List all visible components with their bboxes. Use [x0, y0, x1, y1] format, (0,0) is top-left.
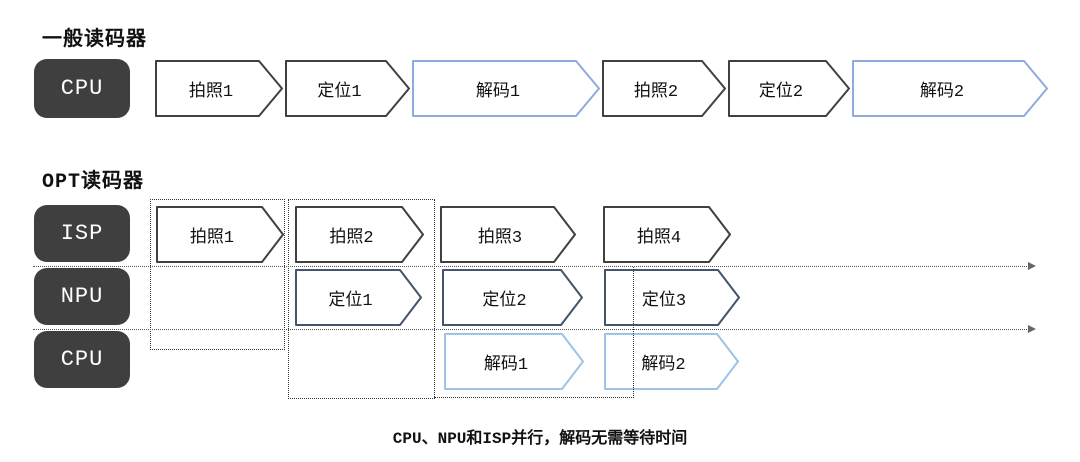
cycle-group-box-3-right-edge — [633, 267, 634, 398]
opt-isp-photo4-arrow: 拍照4 — [603, 206, 731, 263]
general-stage-locate2-arrow: 定位2 — [728, 60, 850, 117]
opt-isp-photo1-arrow: 拍照1 — [156, 206, 284, 263]
opt-lane-chip-npu-label: NPU — [60, 284, 104, 309]
timeline-line-npu-cpu — [33, 329, 1029, 330]
opt-isp-photo3-label: 拍照3 — [477, 228, 523, 248]
opt-npu-locate1-label: 定位1 — [328, 291, 373, 311]
opt-section-title: OPT读码器 — [42, 171, 145, 194]
timeline-line-isp-npu — [33, 266, 1029, 267]
general-stage-locate2-label: 定位2 — [758, 82, 804, 102]
general-lane-chip-cpu-label: CPU — [60, 76, 104, 101]
general-stage-locate1-label: 定位1 — [317, 82, 362, 102]
opt-cpu-decode2-arrow: 解码2 — [604, 333, 739, 390]
opt-npu-locate3-label: 定位3 — [641, 291, 687, 311]
opt-npu-locate3-arrow: 定位3 — [604, 269, 740, 326]
opt-npu-locate1-arrow: 定位1 — [295, 269, 422, 326]
general-stage-decode2-label: 解码2 — [919, 82, 965, 102]
opt-isp-photo1-label: 拍照1 — [189, 228, 235, 248]
timeline-arrowhead-top — [1028, 262, 1036, 270]
general-stage-photo1-arrow: 拍照1 — [155, 60, 283, 117]
opt-isp-photo2-arrow: 拍照2 — [295, 206, 424, 263]
cycle-group-box-3-bottom-edge — [434, 397, 634, 398]
general-stage-decode1-arrow: 解码1 — [412, 60, 600, 117]
cycle-group-box-1 — [150, 199, 285, 350]
general-stage-decode2-arrow: 解码2 — [852, 60, 1048, 117]
opt-lane-chip-cpu: CPU — [34, 331, 130, 388]
opt-cpu-decode2-label: 解码2 — [641, 355, 686, 375]
opt-npu-locate2-arrow: 定位2 — [442, 269, 583, 326]
general-stage-photo2-arrow: 拍照2 — [602, 60, 726, 117]
opt-isp-photo3-arrow: 拍照3 — [440, 206, 576, 263]
general-stage-decode1-label: 解码1 — [475, 82, 521, 102]
opt-isp-photo2-label: 拍照2 — [329, 228, 374, 248]
timeline-arrowhead-bottom — [1028, 325, 1036, 333]
opt-lane-chip-npu: NPU — [34, 268, 130, 325]
opt-isp-photo4-label: 拍照4 — [636, 228, 682, 248]
opt-lane-chip-isp: ISP — [34, 205, 130, 262]
general-stage-photo1-label: 拍照1 — [188, 82, 234, 102]
opt-cpu-decode1-arrow: 解码1 — [444, 333, 584, 390]
general-stage-photo2-label: 拍照2 — [633, 82, 679, 102]
opt-cpu-decode1-label: 解码1 — [483, 355, 529, 375]
general-stage-locate1-arrow: 定位1 — [285, 60, 410, 117]
cycle-group-box-2 — [288, 199, 435, 399]
general-lane-chip-cpu: CPU — [34, 59, 130, 118]
general-section-title: 一般读码器 — [42, 29, 147, 52]
opt-lane-chip-cpu-label: CPU — [60, 347, 104, 372]
bottom-caption: CPU、NPU和ISP并行，解码无需等待时间 — [392, 430, 688, 448]
opt-lane-chip-isp-label: ISP — [60, 221, 104, 246]
opt-npu-locate2-label: 定位2 — [482, 291, 527, 311]
